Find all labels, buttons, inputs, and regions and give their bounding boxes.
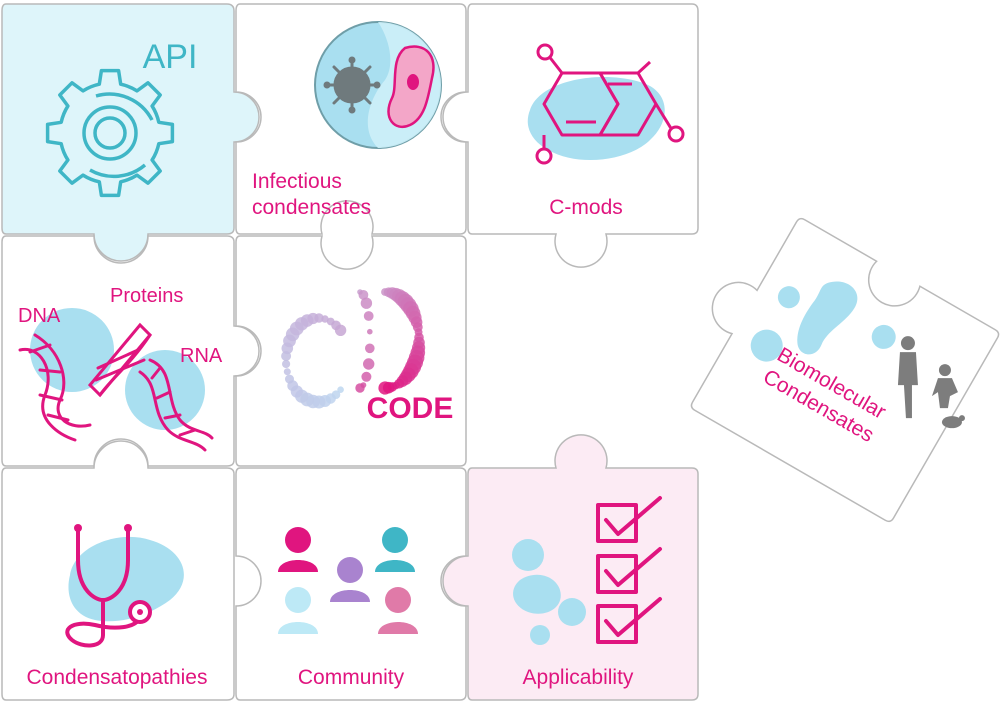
piece-community: Community <box>235 467 467 701</box>
bubble-cluster-logo <box>281 287 426 409</box>
stethoscope-icon <box>65 524 184 648</box>
logo-bubble <box>378 381 392 395</box>
logo-bubble <box>358 290 369 300</box>
piece-applicability: Applicability <box>442 434 699 701</box>
person-icon <box>378 587 418 634</box>
person-icon <box>278 587 318 634</box>
infectious-label-line2: condensates <box>252 196 371 219</box>
piece-molecules: DNA Proteins RNA <box>1 235 260 467</box>
organisms-icon <box>897 336 965 429</box>
people-icon <box>278 527 418 634</box>
virus-cell-icon <box>314 21 442 149</box>
logo-bubble <box>282 359 291 369</box>
molecule-icon <box>527 43 685 165</box>
person-icon <box>375 527 415 572</box>
api-label: API <box>143 38 198 76</box>
infectious-label-line1: Infectious <box>252 170 342 193</box>
checklist-icon <box>596 496 662 644</box>
proteins-label: Proteins <box>110 285 183 307</box>
community-label: Community <box>298 666 405 689</box>
logo-bubble <box>360 297 373 309</box>
logo-bubble <box>361 371 372 382</box>
person-icon <box>330 557 370 602</box>
logo-bubble <box>367 328 373 335</box>
logo-bubble <box>321 315 329 323</box>
condensatopathies-label: Condensatopathies <box>27 666 208 689</box>
blob-icon <box>512 539 586 645</box>
person-icon <box>278 527 318 572</box>
applicability-label: Applicability <box>523 666 634 689</box>
logo-bubble <box>337 386 344 394</box>
rna-label: RNA <box>180 345 223 367</box>
code-label: CODE <box>367 392 454 425</box>
piece-api: API <box>1 3 260 262</box>
piece-cmods: C-mods <box>442 3 699 268</box>
bubble-icon <box>750 281 896 362</box>
piece-infectious: Infectious condensates <box>235 3 467 235</box>
cmods-label: C-mods <box>549 196 623 219</box>
logo-bubble <box>365 343 375 354</box>
logo-bubble <box>285 374 294 384</box>
logo-bubble <box>314 313 324 323</box>
dna-helix-icon <box>18 308 214 452</box>
dna-label: DNA <box>18 305 61 327</box>
logo-bubble <box>363 311 374 321</box>
piece-code: CODE <box>235 235 467 467</box>
gear-icon <box>45 68 175 198</box>
logo-bubble <box>283 368 291 376</box>
logo-bubble <box>355 383 365 393</box>
piece-biomolecular: Biomolecular Condensates <box>690 217 1000 523</box>
logo-bubble <box>363 358 375 370</box>
piece-condensatopathies: Condensatopathies <box>1 440 235 701</box>
logo-bubble <box>334 324 347 336</box>
